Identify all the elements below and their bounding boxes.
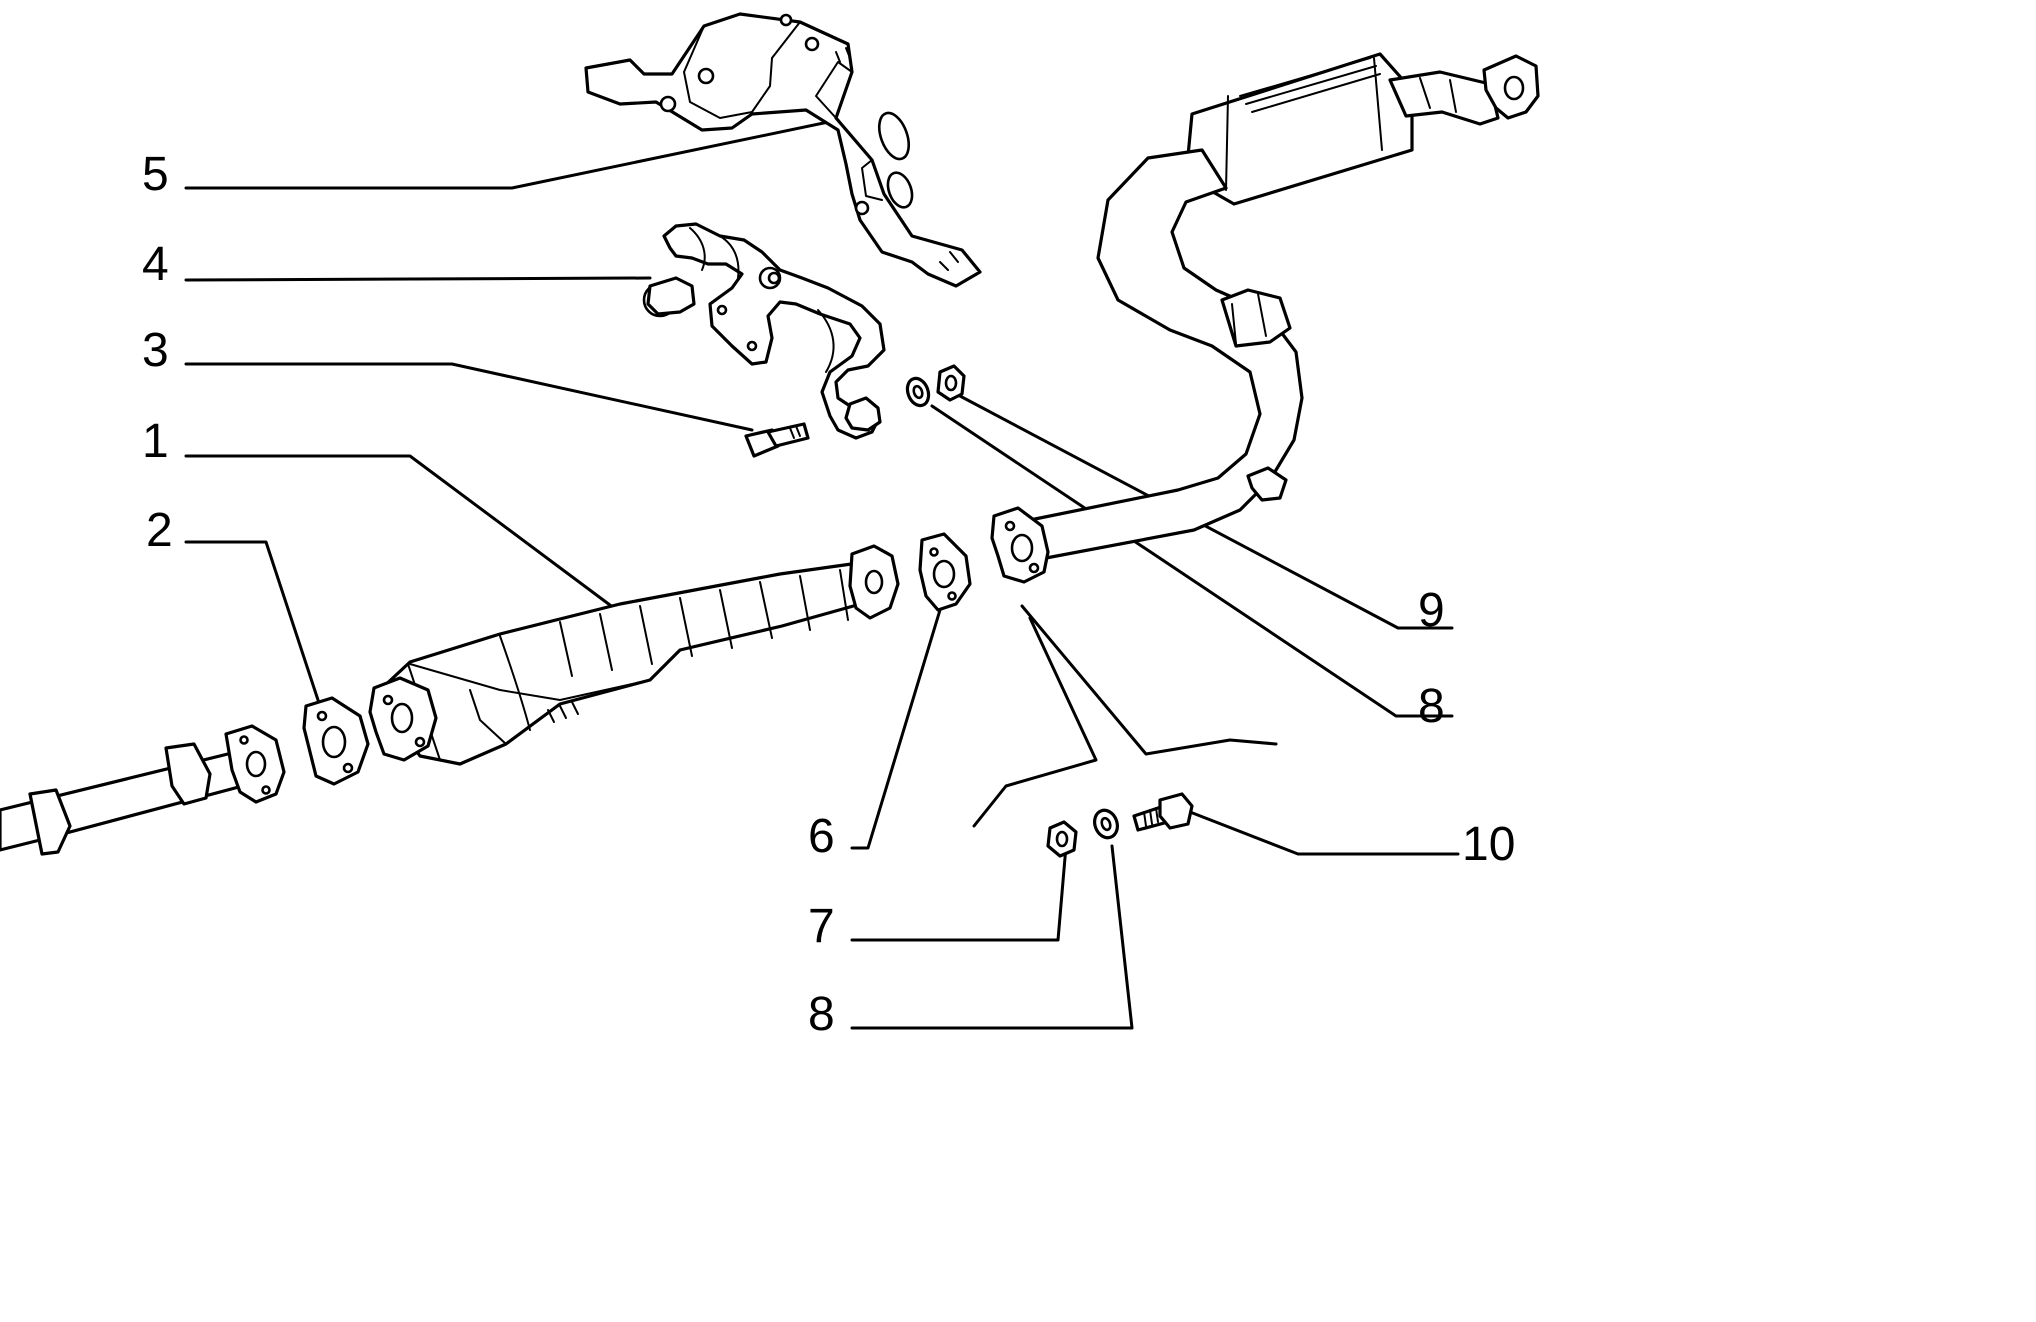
callout-label-6: 6 — [808, 810, 835, 863]
bolt-part-10 — [1132, 792, 1194, 832]
leader-line-1 — [184, 454, 624, 616]
leader-line-4 — [184, 276, 652, 282]
callout-label-1: 1 — [142, 415, 169, 468]
washer-part-8-lower — [1093, 808, 1119, 840]
leader-line-7 — [850, 844, 1068, 942]
pipe-flange-center — [990, 506, 1050, 584]
leader-line-3 — [184, 362, 754, 432]
bracket-part-5 — [584, 12, 982, 288]
leader-line-9 — [958, 394, 1454, 630]
leader-line-6 — [850, 608, 942, 850]
nut-part-9-upper — [936, 364, 966, 402]
washer-part-8-upper — [905, 376, 931, 408]
bolt-part-3 — [744, 422, 810, 458]
leader-line-10 — [1188, 810, 1460, 856]
catalytic-converter-part-1 — [368, 544, 900, 766]
leader-line-2 — [184, 540, 320, 702]
leader-line-8-bottom — [850, 844, 1134, 1030]
front-exhaust-pipe — [0, 724, 286, 856]
callout-label-7: 7 — [808, 900, 835, 953]
callout-label-8-right: 8 — [1418, 680, 1445, 733]
gasket-part-6 — [918, 532, 972, 612]
callout-label-4: 4 — [142, 238, 169, 291]
leader-line-5 — [184, 118, 840, 190]
assembly-direction-line-upper — [1020, 604, 1278, 756]
callout-label-10: 10 — [1462, 818, 1515, 871]
callout-label-8-bottom: 8 — [808, 988, 835, 1041]
callout-label-2: 2 — [146, 504, 173, 557]
callout-label-5: 5 — [142, 148, 169, 201]
nut-part-7 — [1046, 820, 1078, 858]
rear-pipe-and-silencer — [1028, 52, 1540, 560]
callout-label-3: 3 — [142, 324, 169, 377]
assembly-direction-line-lower — [972, 616, 1098, 828]
gasket-part-2 — [302, 696, 370, 786]
hanger-part-4 — [642, 222, 886, 440]
